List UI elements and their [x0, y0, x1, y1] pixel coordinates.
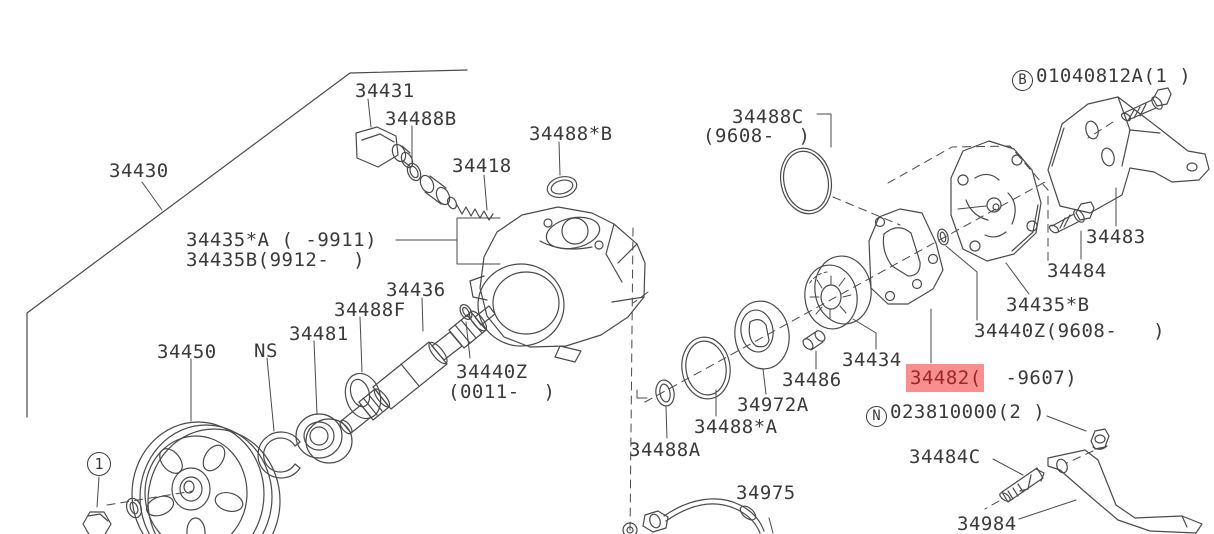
- bolt-callout1-drawing: [82, 497, 143, 534]
- part-34484c-text: 34484C: [909, 446, 981, 468]
- assembly-boundary-line: [26, 69, 468, 418]
- nut-ref-n-circle-symbol: N: [866, 406, 887, 427]
- part-34450-label: 34450: [157, 342, 217, 362]
- valve-34418-drawing: [419, 174, 494, 221]
- pin-34486-drawing: [802, 330, 826, 351]
- oring-34488b-drawing: [406, 162, 422, 182]
- stud-34484c-drawing: [999, 467, 1045, 503]
- part-34488f-text: 34488F: [334, 299, 406, 321]
- part-34488-star-a-text: 34488*A: [694, 416, 778, 438]
- part-34488-star-a-label: 34488*A: [694, 417, 778, 437]
- part-34440z-date-text: (0011- ): [448, 381, 556, 403]
- callout-1-circle-symbol: 1: [87, 452, 111, 476]
- bolt-ref-b-text: 01040812A(1 ): [1036, 65, 1192, 87]
- pump-body-drawing: [469, 206, 646, 363]
- bracket-34984-drawing: [1047, 449, 1203, 534]
- callout-1-label: 1: [87, 451, 114, 476]
- seal-34488f-drawing: [344, 372, 382, 420]
- part-34972a-label: 34972A: [737, 395, 809, 415]
- part-34483-text: 34483: [1086, 226, 1146, 248]
- construction-lines: [106, 121, 1114, 534]
- oring-34488-star-a-drawing: [681, 336, 731, 400]
- part-34972a-text: 34972A: [737, 394, 809, 416]
- bolt-34484-drawing: [1048, 201, 1095, 234]
- snapring-ns-drawing: [257, 431, 301, 479]
- bearing-34481-drawing: [295, 413, 353, 464]
- part-34435b-text: 34435B(9912- ): [186, 249, 366, 271]
- bolt-ref-b-drawing: [1120, 87, 1172, 122]
- part-34430-label: 34430: [109, 161, 169, 181]
- bracket-34483-drawing: [1047, 96, 1210, 214]
- part-34482-highlighted-label[interactable]: 34482( -9607): [906, 364, 1078, 392]
- cover-34435-star-b-drawing: [950, 140, 1042, 262]
- part-34418-text: 34418: [452, 155, 512, 177]
- part-34481-text: 34481: [289, 323, 349, 345]
- part-34984-text: 34984: [957, 513, 1017, 534]
- part-34483-label: 34483: [1086, 227, 1146, 247]
- part-34975-text: 34975: [736, 482, 796, 504]
- part-34488c-label: 34488C: [732, 107, 804, 127]
- part-34486-label: 34486: [782, 370, 842, 390]
- part-34488-star-b-label: 34488*B: [529, 124, 613, 144]
- pulley-34450-drawing: [131, 421, 281, 534]
- part-34488a-label: 34488A: [629, 440, 701, 460]
- part-34486-text: 34486: [782, 369, 842, 391]
- part-34440z-9608-text: 34440Z(9608- ): [974, 320, 1166, 342]
- part-34450-text: 34450: [157, 341, 217, 363]
- part-34434-text: 34434: [842, 349, 902, 371]
- leader-lines: [96, 98, 1117, 534]
- part-34488-star-b-text: 34488*B: [529, 123, 613, 145]
- oring-34488c-drawing: [780, 147, 832, 215]
- oring-34488-star-b-drawing: [546, 175, 578, 199]
- fitting-34431-drawing: [355, 126, 414, 169]
- ring-34488a-drawing: [655, 379, 675, 407]
- pipe-34975-drawing: [622, 498, 765, 534]
- part-34434-label: 34434: [842, 350, 902, 370]
- gasket-34482-drawing: [868, 208, 944, 305]
- part-34435-star-a-label: 34435*A ( -9911): [186, 230, 377, 250]
- part-34440z-date-label: (0011- ): [448, 382, 555, 402]
- part-34488c-text: 34488C: [732, 106, 804, 128]
- part-34440z-label: 34440Z: [456, 362, 528, 382]
- part-34435-star-a-text: 34435*A ( -9911): [186, 229, 378, 251]
- part-34484c-label: 34484C: [909, 447, 981, 467]
- part-34488b-text: 34488B: [385, 108, 457, 130]
- part-34435b-label: 34435B(9912- ): [186, 250, 365, 270]
- rotor-34434-drawing: [804, 255, 872, 330]
- part-34431-text: 34431: [355, 80, 415, 102]
- part-34975-label: 34975: [736, 483, 796, 503]
- part-34488a-text: 34488A: [629, 439, 701, 461]
- snapring-34440z-drawing: [459, 304, 473, 320]
- part-34440z-9608-label: 34440Z(9608- ): [974, 321, 1165, 341]
- part-34488c-date-label: (9608- ): [703, 126, 810, 146]
- part-34488c-date-text: (9608- ): [703, 125, 811, 147]
- part-34436-text: 34436: [386, 279, 446, 301]
- part-ns-text: NS: [254, 340, 278, 362]
- part-34482-highlighted-text: -9607): [981, 367, 1078, 389]
- part-34488b-label: 34488B: [385, 109, 457, 129]
- highlighted-part-number[interactable]: 34482(: [906, 364, 984, 392]
- part-34418-label: 34418: [452, 156, 512, 176]
- seal-34972a-drawing: [734, 300, 790, 370]
- part-34435-star-b-label: 34435*B: [1006, 295, 1090, 315]
- part-34484-label: 34484: [1047, 261, 1107, 281]
- oring-34440z-9608-drawing: [937, 228, 949, 246]
- part-34440z-text: 34440Z: [456, 361, 528, 383]
- part-34481-label: 34481: [289, 324, 349, 344]
- part-34488f-label: 34488F: [334, 300, 406, 320]
- part-ns-label: NS: [254, 341, 278, 361]
- part-34430-text: 34430: [109, 160, 169, 182]
- part-34484-text: 34484: [1047, 260, 1107, 282]
- part-34436-label: 34436: [386, 280, 446, 300]
- part-34984-label: 34984: [957, 514, 1017, 534]
- nut-ref-n-text: 023810000(2 ): [890, 401, 1046, 423]
- part-34431-label: 34431: [355, 81, 415, 101]
- part-34435-star-b-text: 34435*B: [1006, 294, 1090, 316]
- nut-ref-n-drawing: [1090, 428, 1110, 450]
- bolt-ref-b-circle-symbol: B: [1012, 70, 1033, 91]
